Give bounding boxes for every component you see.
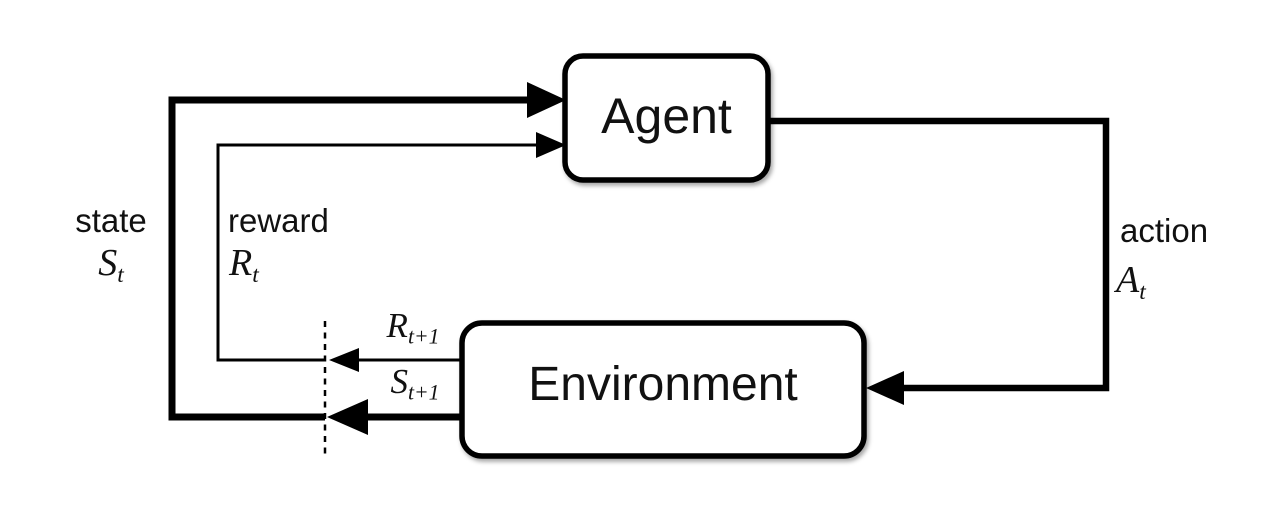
reward-label: reward: [228, 202, 329, 239]
action-symbol: At: [1116, 259, 1146, 304]
action-label: action: [1120, 212, 1209, 249]
environment-node-label: Environment: [528, 358, 798, 411]
reward-symbol: Rt: [229, 242, 259, 287]
action-symbol-subscript: t: [1139, 279, 1146, 306]
action-arrowhead-icon: [866, 371, 904, 405]
next-state-symbol: St+1: [352, 362, 478, 403]
next-state-symbol-subscript: t+1: [407, 380, 440, 405]
state-arrow-line: [168, 96, 530, 421]
reward-arrow-line: [216, 143, 538, 362]
reward-arrowhead-icon: [536, 132, 566, 158]
next-reward-arrowhead-icon: [329, 348, 359, 372]
action-arrow-line: [768, 117, 1110, 392]
next-state-arrowhead-icon: [327, 399, 368, 435]
state-symbol-base: S: [98, 242, 118, 284]
next-reward-symbol-subscript: t+1: [407, 324, 440, 349]
agent-node-label: Agent: [601, 88, 732, 144]
next-reward-symbol-base: R: [386, 306, 408, 345]
reward-symbol-base: R: [229, 242, 253, 284]
next-state-symbol-base: S: [390, 362, 408, 401]
reward-symbol-subscript: t: [252, 262, 259, 289]
action-symbol-base: A: [1116, 259, 1140, 301]
environment-node: [459, 320, 867, 459]
state-label: state: [75, 202, 147, 239]
agent-node: [562, 53, 771, 183]
next-reward-symbol: Rt+1: [352, 306, 474, 347]
state-symbol-subscript: t: [117, 262, 124, 289]
state-symbol: St: [55, 242, 167, 287]
state-arrowhead-icon: [527, 82, 566, 118]
